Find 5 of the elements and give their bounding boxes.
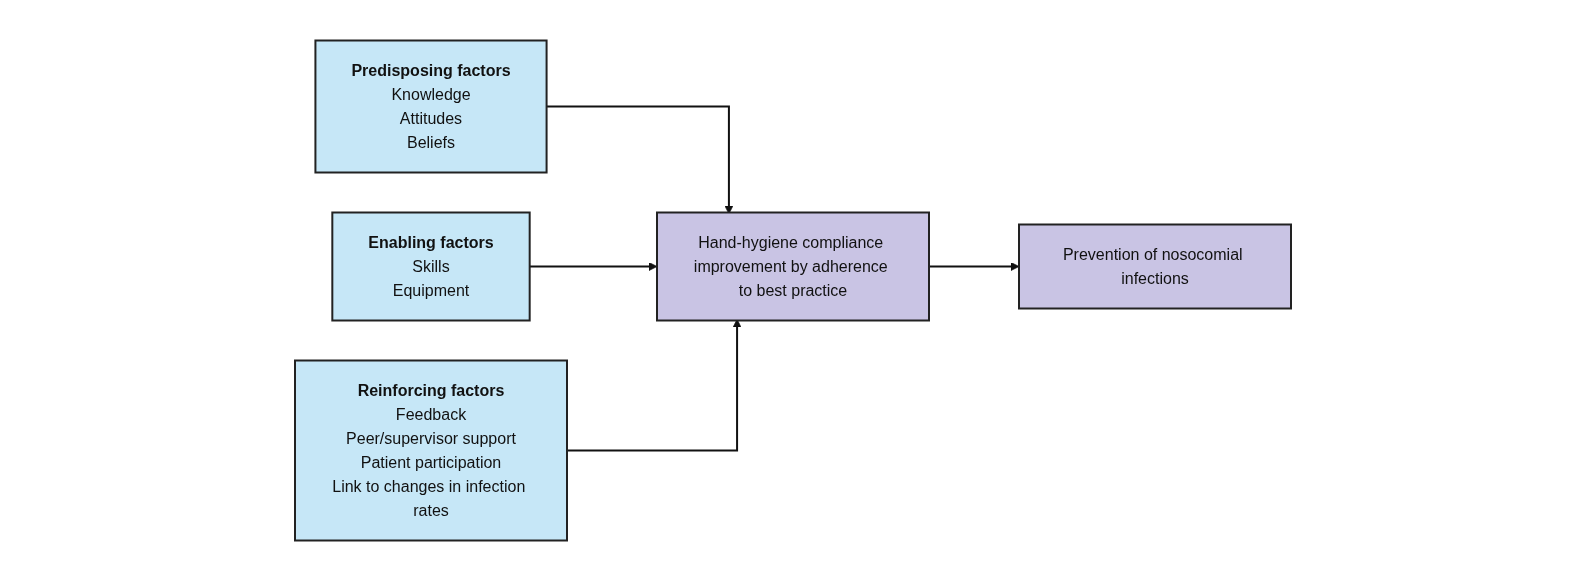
node-box: Reinforcing factors Feedback Peer/supervisor support Patient participation Link to changes in infection rates [293,359,568,542]
node-box: Predisposing factors Knowledge Attitudes Beliefs [313,39,548,174]
node-box: Prevention of nosocomial infections [1017,223,1292,310]
node-box: Enabling factors Skills Equipment [330,211,531,322]
node-box: Hand-hygiene compliance improvement by adherence to best practice [655,211,930,322]
